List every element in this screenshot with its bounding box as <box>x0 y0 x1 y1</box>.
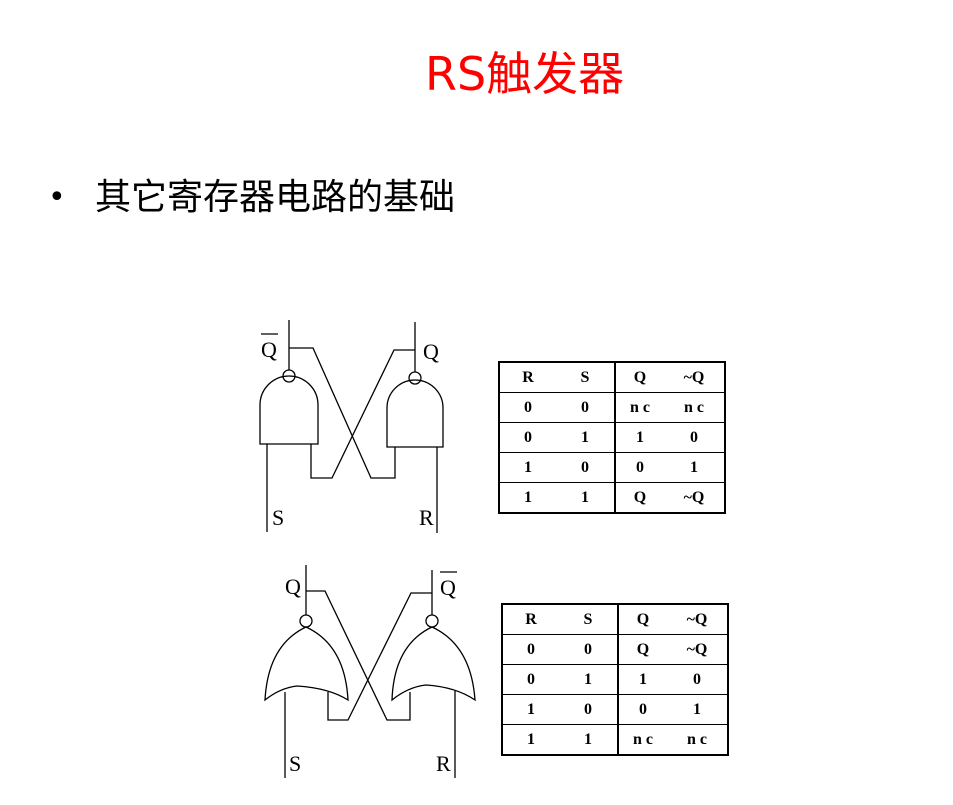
label-qbar: Q <box>261 337 277 362</box>
feedback-wire-q-to-left <box>310 349 415 479</box>
cell-s: 1 <box>559 664 618 695</box>
cell-qbar: 0 <box>667 664 729 695</box>
cell-s: 0 <box>559 694 618 725</box>
slide-title: RS触发器 <box>425 47 625 101</box>
bullet-dot-icon: • <box>48 180 66 215</box>
nor-gate-left <box>264 626 349 702</box>
table-row: 0 0 n c n c <box>498 392 726 423</box>
cell-q: 1 <box>614 422 664 453</box>
header-q: Q <box>617 603 667 635</box>
cell-q: Q <box>614 482 664 514</box>
table-header-row: R S Q ~Q <box>501 603 729 635</box>
cell-q: 0 <box>617 694 667 725</box>
table-row: 1 1 Q ~Q <box>498 482 726 514</box>
cell-qbar: 1 <box>664 452 726 483</box>
cell-r: 1 <box>498 452 556 483</box>
cell-qbar: ~Q <box>664 482 726 514</box>
label-r: R <box>419 505 434 530</box>
header-s: S <box>559 603 618 635</box>
nand-gate-left <box>259 375 319 445</box>
cell-s: 1 <box>559 724 618 756</box>
cell-qbar: ~Q <box>667 634 729 665</box>
cell-s: 0 <box>556 392 615 423</box>
table-row: 0 1 1 0 <box>498 422 726 453</box>
cell-q: Q <box>617 634 667 665</box>
truth-table-nor: R S Q ~Q 0 0 Q ~Q 0 1 1 0 1 0 0 1 1 1 n … <box>501 603 729 756</box>
nand-latch-circuit: Q Q S R <box>259 320 444 533</box>
cell-r: 1 <box>501 724 559 756</box>
cell-qbar: 0 <box>664 422 726 453</box>
header-r: R <box>501 603 559 635</box>
table-row: 1 0 0 1 <box>498 452 726 483</box>
header-r: R <box>498 361 556 393</box>
header-s: S <box>556 361 615 393</box>
label-q: Q <box>423 339 439 364</box>
cell-qbar: 1 <box>667 694 729 725</box>
inversion-bubble-right <box>425 614 439 628</box>
cell-q: n c <box>614 392 664 423</box>
cell-q: 1 <box>617 664 667 695</box>
cell-r: 0 <box>498 392 556 423</box>
cell-r: 0 <box>501 664 559 695</box>
nor-gate-right <box>391 626 476 702</box>
table-row: 0 0 Q ~Q <box>501 634 729 665</box>
header-qbar: ~Q <box>664 361 726 393</box>
cell-s: 0 <box>556 452 615 483</box>
feedback-wire-qbar-to-left <box>327 592 432 721</box>
table-row: 1 1 n c n c <box>501 724 729 756</box>
inversion-bubble-left <box>299 614 313 628</box>
cell-s: 1 <box>556 482 615 514</box>
cell-r: 1 <box>501 694 559 725</box>
cell-s: 0 <box>559 634 618 665</box>
label-s: S <box>272 505 284 530</box>
cell-r: 0 <box>501 634 559 665</box>
header-qbar: ~Q <box>667 603 729 635</box>
feedback-wire-q-to-right <box>306 590 411 721</box>
table-row: 1 0 0 1 <box>501 694 729 725</box>
cell-s: 1 <box>556 422 615 453</box>
cell-qbar: n c <box>667 724 729 756</box>
table-row: 0 1 1 0 <box>501 664 729 695</box>
truth-table-nand: R S Q ~Q 0 0 n c n c 0 1 1 0 1 0 0 1 1 1… <box>498 361 726 514</box>
label-s: S <box>289 751 301 776</box>
cell-r: 1 <box>498 482 556 514</box>
label-qbar: Q <box>440 575 456 600</box>
nor-latch-circuit: Q Q S R <box>264 565 476 778</box>
cell-qbar: n c <box>664 392 726 423</box>
label-q: Q <box>285 574 301 599</box>
header-q: Q <box>614 361 664 393</box>
table-header-row: R S Q ~Q <box>498 361 726 393</box>
cell-q: 0 <box>614 452 664 483</box>
bullet-text: 其它寄存器电路的基础 <box>95 177 456 218</box>
inversion-bubble-right <box>408 371 422 385</box>
cell-q: n c <box>617 724 667 756</box>
nand-gate-right <box>386 379 444 448</box>
label-r: R <box>436 751 451 776</box>
cell-r: 0 <box>498 422 556 453</box>
feedback-wire-qbar-to-right <box>289 347 396 479</box>
